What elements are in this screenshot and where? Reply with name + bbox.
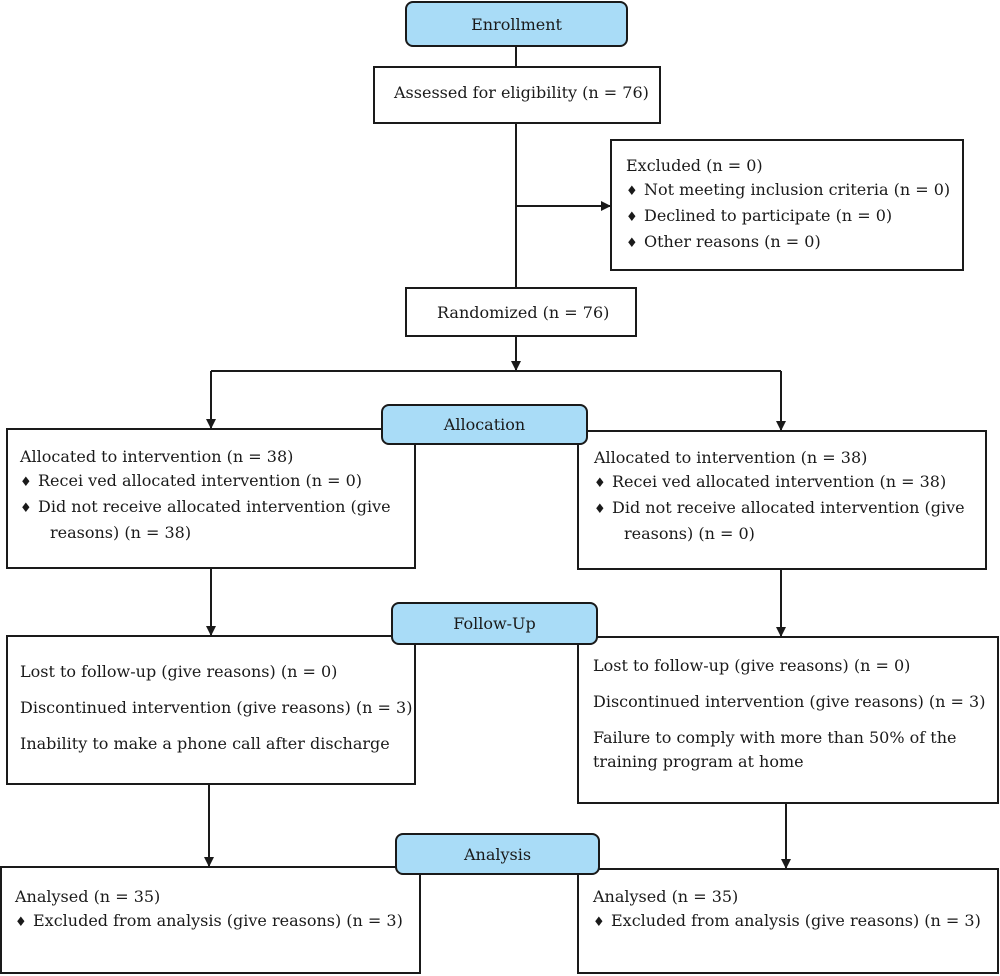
randomized-text: Randomized (n = 76) (437, 303, 610, 322)
right-analysis-box: Analysed (n = 35) Excluded from analysis… (577, 868, 999, 974)
left-analysis-analysed: Analysed (n = 35) (15, 887, 161, 906)
right-follow-up-box: Lost to follow-up (give reasons) (n = 0)… (577, 636, 999, 804)
left-follow-up-discontinued: Discontinued intervention (give reasons)… (20, 698, 413, 717)
right-follow-up-reason: Failure to comply with more than 50% of … (593, 728, 957, 747)
assessed-text: Assessed for eligibility (n = 76) (394, 83, 649, 102)
left-analysis-box: Analysed (n = 35) Excluded from analysis… (0, 866, 421, 974)
right-allocation-not-received-cont: reasons) (n = 0) (624, 524, 755, 543)
excluded-title: Excluded (n = 0) (626, 156, 763, 175)
left-allocation-not-received: Did not receive allocated intervention (… (20, 495, 414, 521)
left-allocation-not-received-cont: reasons) (n = 38) (50, 523, 192, 542)
excluded-item: Declined to participate (n = 0) (626, 204, 962, 230)
excluded-item: Other reasons (n = 0) (626, 230, 962, 256)
stage-allocation-label: Allocation (443, 415, 526, 434)
stage-analysis: Analysis (395, 833, 600, 875)
right-follow-up-lost: Lost to follow-up (give reasons) (n = 0) (593, 656, 911, 675)
right-allocation-received: Recei ved allocated intervention (n = 38… (594, 470, 985, 496)
left-follow-up-box: Lost to follow-up (give reasons) (n = 0)… (6, 635, 416, 785)
right-analysis-analysed: Analysed (n = 35) (593, 887, 739, 906)
right-allocation-not-received: Did not receive allocated intervention (… (594, 496, 985, 522)
stage-analysis-label: Analysis (463, 844, 532, 864)
assessed-box: Assessed for eligibility (n = 76) (373, 66, 661, 124)
stage-allocation: Allocation (381, 404, 588, 445)
stage-follow-up: Follow-Up (391, 602, 598, 645)
right-follow-up-reason-cont: training program at home (593, 752, 804, 771)
left-allocation-received: Recei ved allocated intervention (n = 0) (20, 469, 414, 495)
stage-follow-up-label: Follow-Up (453, 614, 536, 633)
left-follow-up-lost: Lost to follow-up (give reasons) (n = 0) (20, 662, 338, 681)
stage-enrollment-label: Enrollment (471, 14, 562, 34)
stage-enrollment: Enrollment (405, 1, 628, 47)
excluded-box: Excluded (n = 0) Not meeting inclusion c… (610, 139, 964, 271)
randomized-box: Randomized (n = 76) (405, 287, 637, 337)
left-allocation-title: Allocated to intervention (n = 38) (20, 447, 294, 466)
right-allocation-box: Allocated to intervention (n = 38) Recei… (577, 430, 987, 570)
left-follow-up-reason: Inability to make a phone call after dis… (20, 734, 390, 753)
right-analysis-excluded: Excluded from analysis (give reasons) (n… (593, 909, 997, 935)
left-analysis-excluded: Excluded from analysis (give reasons) (n… (15, 909, 419, 935)
right-follow-up-discontinued: Discontinued intervention (give reasons)… (593, 692, 986, 711)
excluded-item: Not meeting inclusion criteria (n = 0) (626, 178, 962, 204)
left-allocation-box: Allocated to intervention (n = 38) Recei… (6, 428, 416, 569)
right-allocation-title: Allocated to intervention (n = 38) (594, 448, 868, 467)
